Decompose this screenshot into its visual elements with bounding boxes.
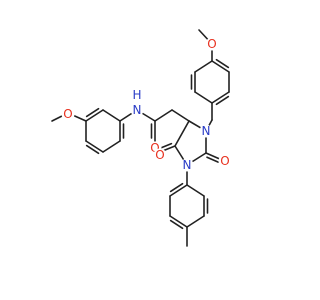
bond-ar1-1-ar1-2-second	[85, 107, 100, 118]
atom-label-background	[130, 103, 144, 117]
atom-label-background	[218, 154, 232, 168]
bond-c4-o-ring-c4-second	[160, 142, 173, 149]
atom-label-h-amide: H	[132, 88, 141, 102]
bond-c4-c5	[174, 120, 190, 147]
bond-ar2-3-ar2-4	[211, 91, 230, 104]
atom-label-n-amide: N	[133, 103, 142, 117]
atom-label-n-ring-1: N	[183, 158, 192, 172]
atom-label-o-ring-c4: O	[155, 148, 164, 162]
bond-ar2-3-ar2-4-second	[215, 95, 230, 106]
bond-ar3-6-ar3-1	[186, 184, 205, 197]
bond-ar2-6-ar2-1	[194, 60, 213, 73]
atom-label-o-amide: O	[150, 141, 159, 155]
atom-label-background	[61, 107, 75, 121]
bond-ar1-5-ar1-6-second	[85, 144, 100, 155]
atom-label-n-ring-3: N	[202, 124, 211, 138]
bond-ar2-1-ar2-2	[211, 60, 230, 73]
bond-ar3-3-ar3-4-second	[169, 219, 184, 230]
bond-ar1-5-ar1-6	[85, 140, 104, 153]
atom-label-background	[153, 148, 167, 162]
atom-label-background	[205, 37, 219, 51]
atom-label-background	[180, 158, 194, 172]
bond-ar1-1-ar1-2	[85, 109, 104, 122]
bond-ar3-1-ar3-2-second	[169, 182, 184, 193]
bond-c2-o-ring-c2-second	[206, 156, 219, 163]
atom-label-background	[199, 124, 213, 138]
bond-ar2-4-ar2-5	[194, 91, 213, 104]
bond-ar3-1-ar3-2	[169, 184, 188, 197]
bond-ar1-4-ar1-5	[102, 140, 121, 153]
bond-ch2a-c5	[171, 109, 190, 122]
atom-label-o-ome-b: O	[63, 107, 72, 121]
atom-label-o-ring-c2: O	[220, 154, 229, 168]
bond-layer	[51, 29, 230, 247]
bond-ar3-4-ar3-5	[186, 215, 205, 228]
atom-label-o-ome-a: O	[207, 37, 216, 51]
atom-label-background	[130, 88, 144, 102]
bond-ar1-2-ar1-3	[102, 109, 121, 122]
bond-ar3-3-ar3-4	[169, 215, 188, 228]
bond-c-amide-ch2a	[154, 109, 173, 122]
bond-ar2-1-ar2-2-second	[215, 58, 230, 69]
